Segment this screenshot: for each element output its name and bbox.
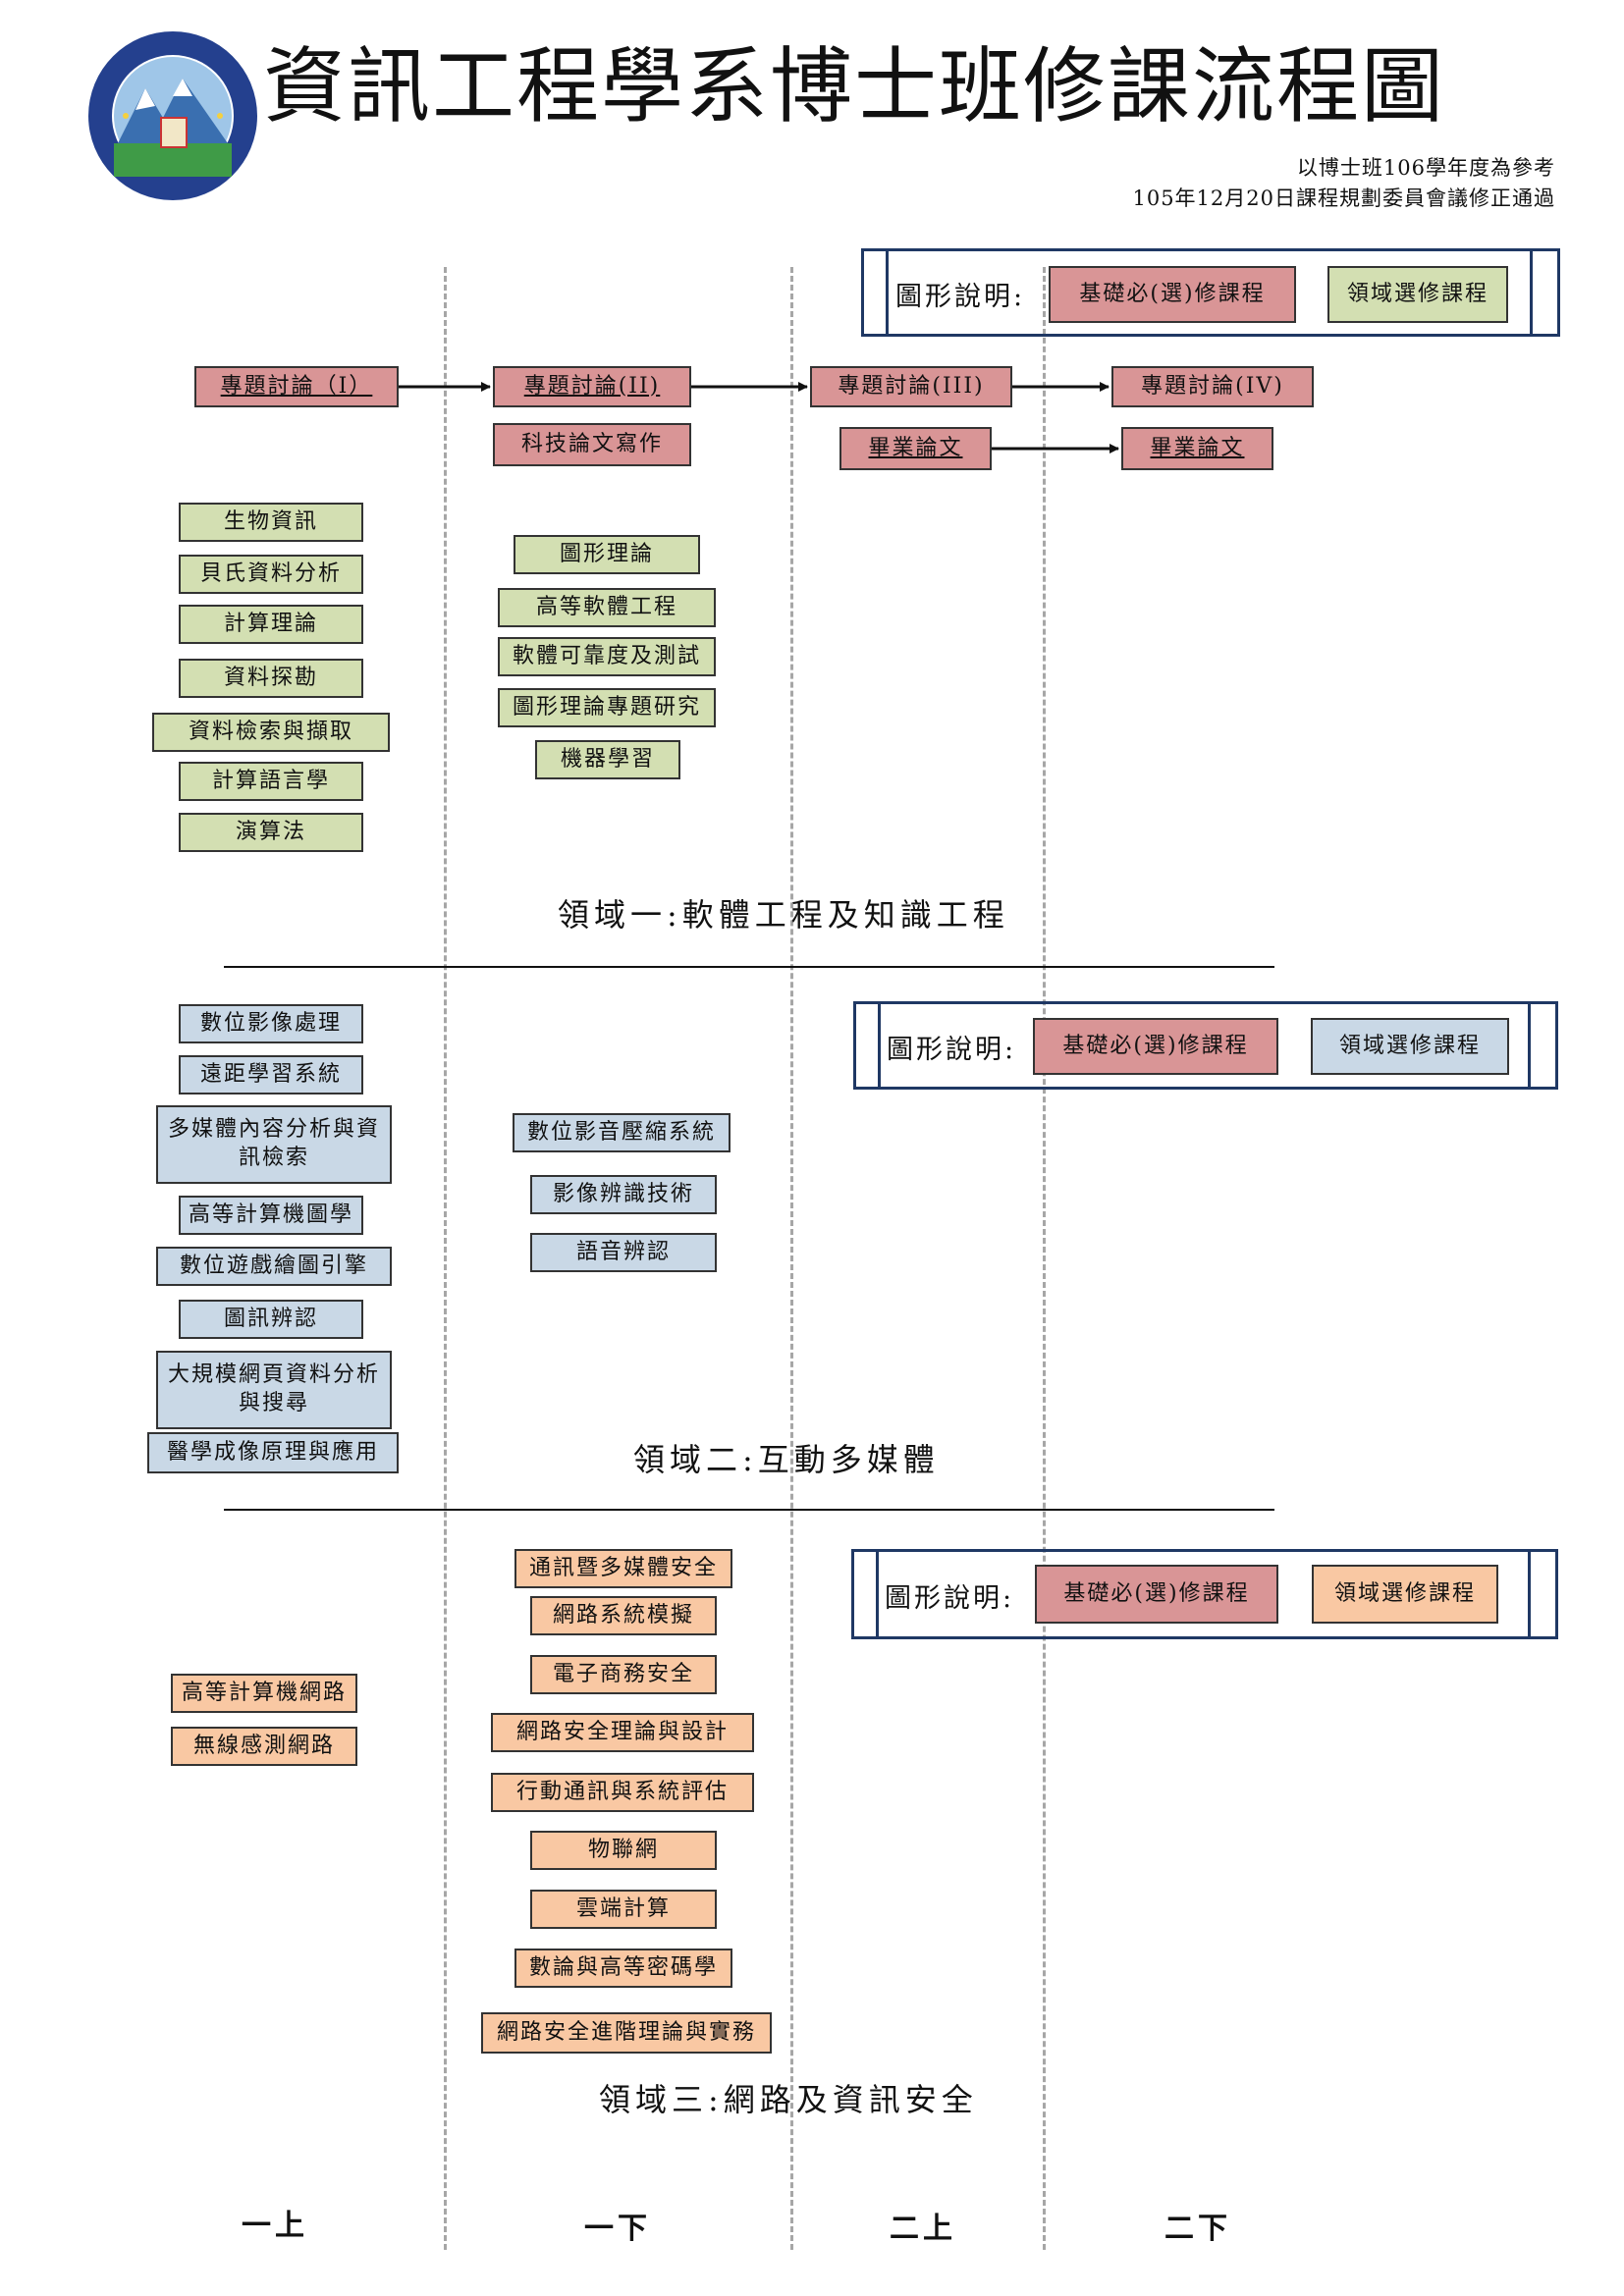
domain1-title: 領域一:軟體工程及知識工程	[558, 896, 1009, 934]
sci-writing: 科技論文寫作	[493, 423, 691, 466]
legend-box-domain1	[861, 248, 1560, 337]
d2-course: 數位影像處理	[179, 1004, 363, 1043]
semester-divider	[1043, 267, 1046, 2250]
d2-course: 大規模網頁資料分析與搜尋	[156, 1351, 392, 1429]
d3-course: 通訊暨多媒體安全	[514, 1549, 732, 1588]
d1-course: 演算法	[179, 813, 363, 852]
d2-course: 圖訊辨認	[179, 1300, 363, 1339]
semester-label: 一上	[242, 2209, 308, 2243]
legend-elective-swatch: 領域選修課程	[1327, 266, 1508, 323]
legend-required-swatch: 基礎必(選)修課程	[1049, 266, 1296, 323]
d1-course: 圖形理論專題研究	[498, 688, 716, 727]
d2-course: 數位影音壓縮系統	[513, 1113, 731, 1152]
d1-course: 生物資訊	[179, 503, 363, 542]
seminar-1: 專題討論（I）	[194, 366, 399, 407]
legend-label: 圖形說明:	[885, 1583, 1015, 1614]
legend-elective-swatch: 領域選修課程	[1312, 1565, 1498, 1624]
university-seal	[84, 27, 261, 204]
d1-course: 高等軟體工程	[498, 588, 716, 627]
d3-course: 網路安全理論與設計	[491, 1713, 754, 1752]
seminar-4: 專題討論(IV)	[1111, 366, 1314, 407]
d3-course: 行動通訊與系統評估	[491, 1773, 754, 1812]
d1-course: 軟體可靠度及測試	[498, 637, 716, 676]
d2-course: 遠距學習系統	[179, 1055, 363, 1095]
d2-course: 語音辨認	[530, 1233, 717, 1272]
thesis-1: 畢業論文	[839, 427, 992, 470]
semester-label: 二下	[1164, 2212, 1231, 2246]
legend-box-domain3	[851, 1549, 1558, 1639]
d1-course: 貝氏資料分析	[179, 555, 363, 594]
legend-required-swatch: 基礎必(選)修課程	[1033, 1018, 1278, 1075]
d3-course: 網路安全進階理論與實務	[481, 2012, 772, 2054]
reference-note: 以博士班106學年度為參考	[1296, 156, 1555, 180]
section-divider	[224, 966, 1274, 968]
semester-label: 二上	[890, 2212, 956, 2246]
d1-course: 計算語言學	[179, 762, 363, 801]
semester-label: 一下	[584, 2212, 651, 2246]
approval-note: 105年12月20日課程規劃委員會議修正通過	[1132, 187, 1555, 210]
d3-course: 高等計算機網路	[171, 1674, 357, 1713]
seminar-2: 專題討論(II)	[493, 366, 691, 407]
d2-course: 數位遊戲繪圖引擎	[156, 1247, 392, 1286]
domain2-title: 領域二:互動多媒體	[633, 1441, 940, 1478]
d3-course: 無線感測網路	[171, 1727, 357, 1766]
d2-course: 影像辨識技術	[530, 1175, 717, 1214]
legend-required-swatch: 基礎必(選)修課程	[1035, 1565, 1278, 1624]
d1-course: 圖形理論	[514, 535, 700, 574]
semester-divider	[790, 267, 793, 2250]
d2-course: 高等計算機圖學	[179, 1196, 363, 1235]
legend-elective-swatch: 領域選修課程	[1311, 1018, 1509, 1075]
page-title: 資訊工程學系博士班修課流程圖	[263, 38, 1446, 134]
d1-course: 資料檢索與擷取	[152, 713, 390, 752]
thesis-2: 畢業論文	[1121, 427, 1273, 470]
d3-course: 電子商務安全	[530, 1655, 717, 1694]
semester-divider	[444, 267, 447, 2250]
d1-course: 計算理論	[179, 605, 363, 644]
flow-arrows	[399, 382, 1119, 454]
d3-course: 雲端計算	[530, 1890, 717, 1929]
legend-label: 圖形說明:	[887, 1035, 1017, 1065]
d3-course: 數論與高等密碼學	[514, 1949, 732, 1988]
domain3-title: 領域三:網路及資訊安全	[599, 2081, 978, 2118]
d3-course: 物聯網	[530, 1831, 717, 1870]
d2-course: 醫學成像原理與應用	[147, 1432, 399, 1473]
legend-label: 圖形說明:	[895, 282, 1026, 312]
legend-box-domain2	[853, 1001, 1558, 1090]
d2-course: 多媒體內容分析與資訊檢索	[156, 1105, 392, 1184]
section-divider	[224, 1509, 1274, 1511]
d3-course: 網路系統模擬	[530, 1596, 717, 1635]
seminar-3: 專題討論(III)	[810, 366, 1012, 407]
d1-course: 資料探勘	[179, 659, 363, 698]
d1-course: 機器學習	[535, 740, 680, 779]
